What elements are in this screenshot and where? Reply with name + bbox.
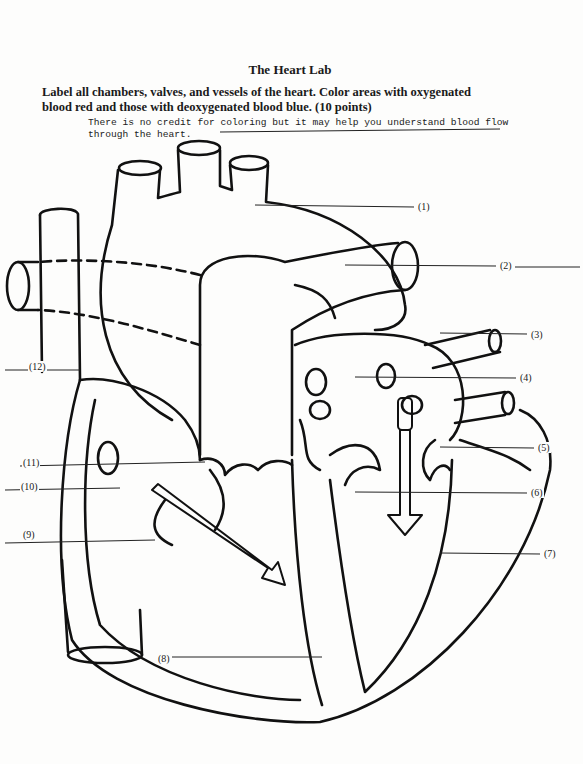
septum: [292, 460, 322, 705]
right-atrium: [80, 379, 200, 460]
callout-number: (9): [22, 529, 36, 540]
callout-number: (7): [543, 548, 557, 559]
flow-arrow: [152, 484, 285, 585]
left-atrium: [295, 334, 463, 440]
callout-number: (4): [519, 372, 533, 383]
aorta: [101, 170, 172, 420]
pulmonary-trunk: [200, 243, 398, 455]
instruction-text: Label all chambers, valves, and vessels …: [42, 85, 482, 115]
callout-number: (5): [537, 442, 551, 453]
leader-lines: [5, 129, 580, 657]
callout-number: (8): [157, 653, 171, 664]
callout-number: (12): [28, 361, 47, 372]
worksheet-title: The Heart Lab: [140, 62, 440, 78]
callout-number: (3): [530, 329, 544, 340]
superior-vena-cava: [40, 209, 80, 380]
flow-arrow: [388, 430, 422, 535]
callout-number: (10): [20, 481, 39, 492]
heart-wall: [61, 380, 550, 722]
callout-number: (2): [499, 260, 513, 271]
semilunar-valve: [200, 459, 292, 475]
callout-number: (1): [417, 201, 431, 212]
mitral-valve: [330, 440, 450, 485]
note-text: There is no credit for coloring but it m…: [88, 117, 528, 141]
callout-number: (11): [22, 457, 40, 468]
callout-number: (6): [530, 487, 544, 498]
